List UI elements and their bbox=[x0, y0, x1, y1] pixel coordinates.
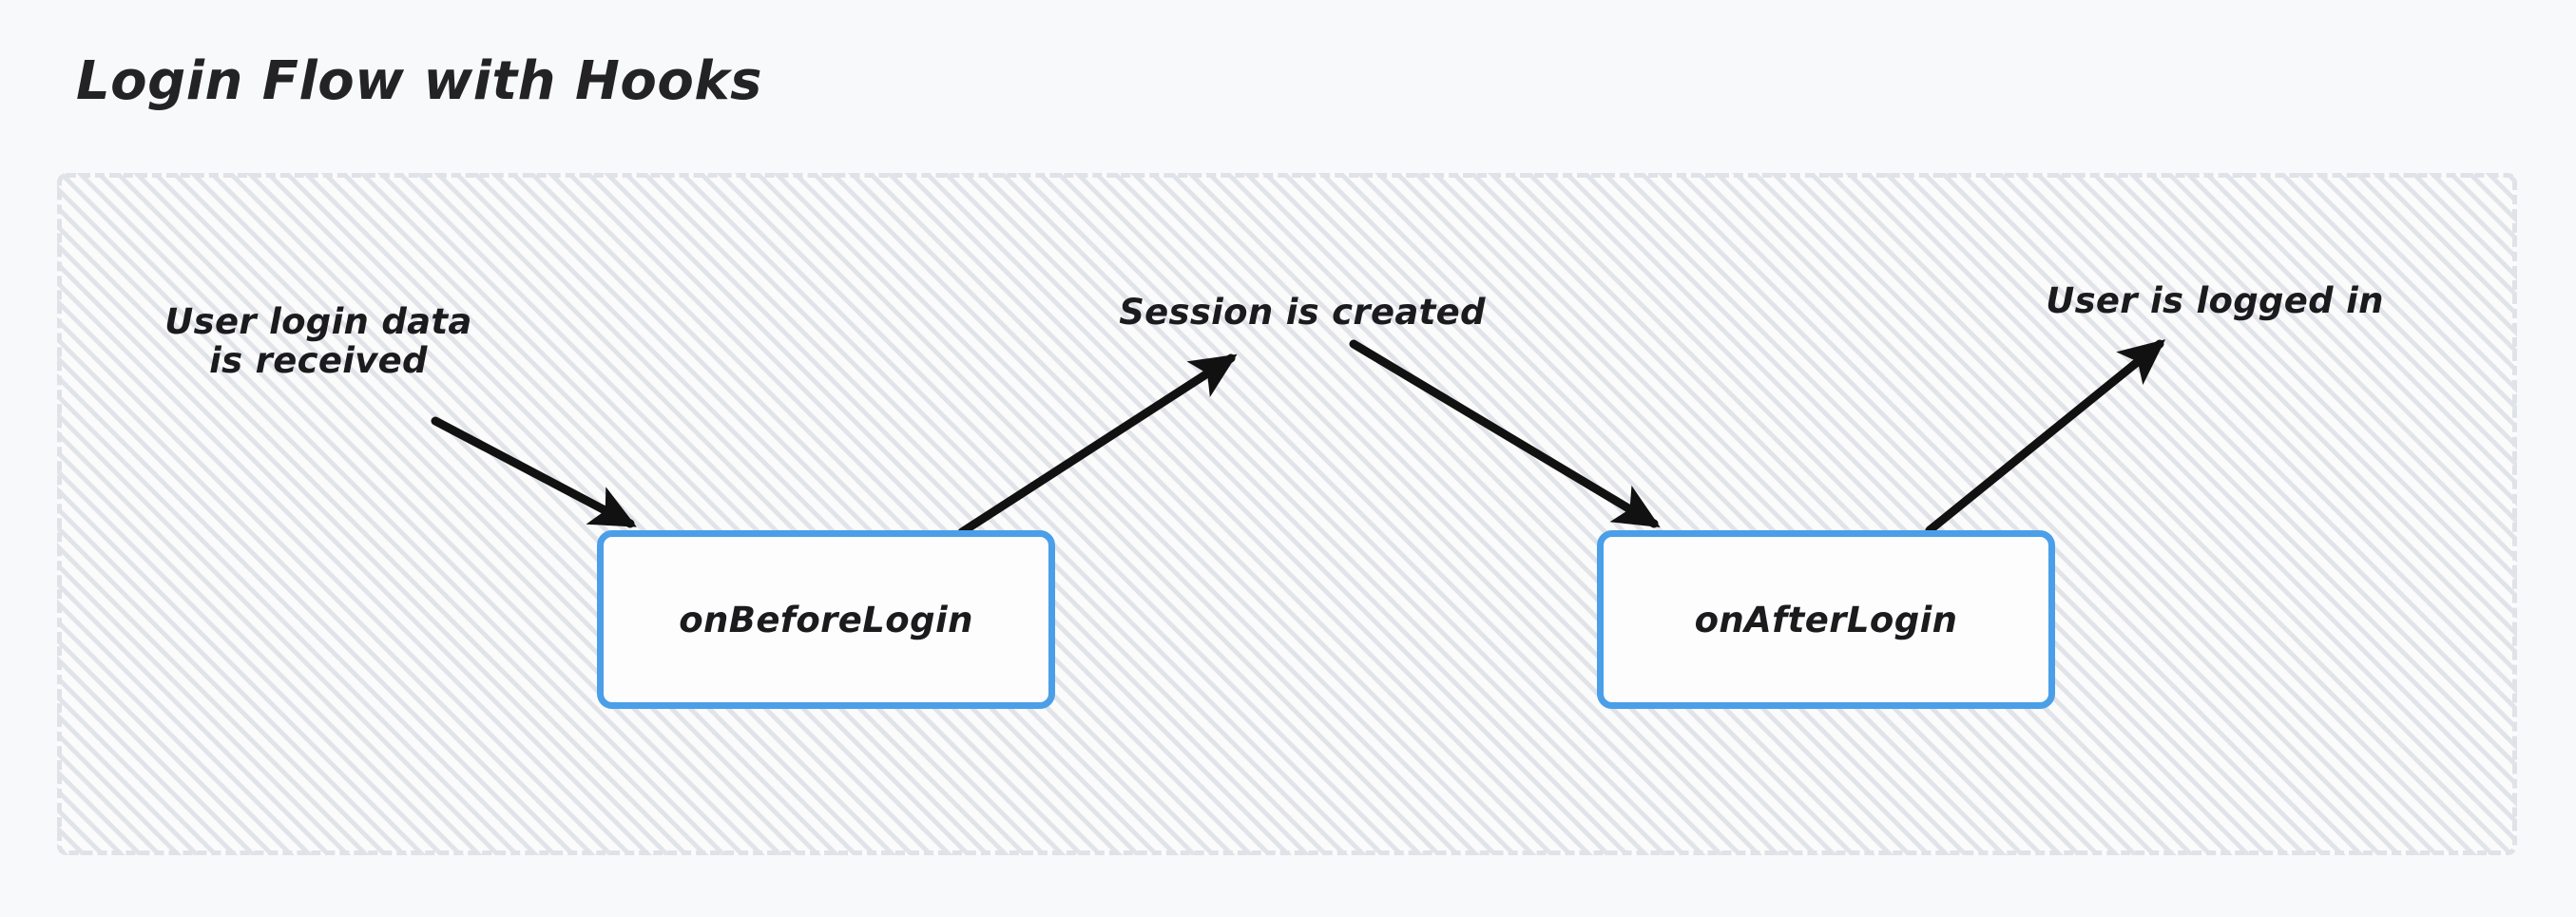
edge-label-user-logged-in: User is logged in bbox=[2046, 280, 2384, 321]
edge-label-user-login-data: User login data is received bbox=[164, 301, 472, 382]
hook-zone-container bbox=[57, 173, 2517, 855]
hook-node-on-before-login[interactable]: onBeforeLogin bbox=[597, 530, 1055, 709]
page-title: Login Flow with Hooks bbox=[76, 50, 762, 112]
hook-node-label: onBeforeLogin bbox=[679, 599, 973, 640]
hook-node-on-after-login[interactable]: onAfterLogin bbox=[1597, 530, 2055, 709]
hook-node-label: onAfterLogin bbox=[1694, 599, 1958, 640]
edge-label-session-created: Session is created bbox=[1119, 292, 1486, 333]
